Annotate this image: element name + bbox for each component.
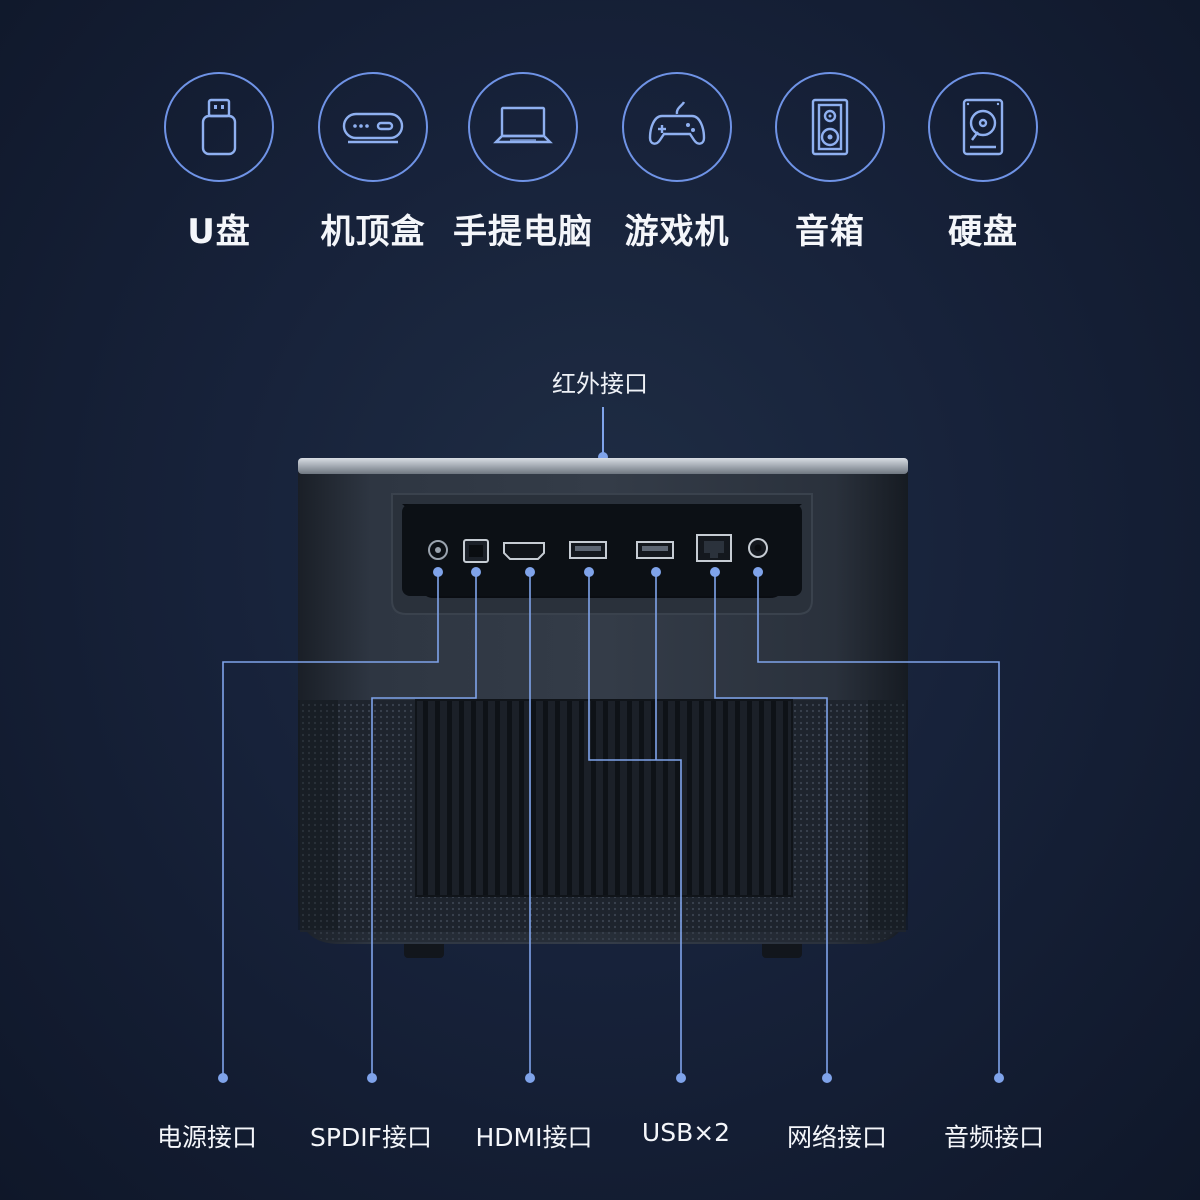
ethernet-port — [696, 534, 732, 562]
port-label-usb: USB×2 — [641, 1118, 731, 1147]
leader-spdif — [371, 572, 477, 1078]
speaker-icon — [775, 72, 885, 182]
leader-audio — [757, 572, 1000, 1078]
device-label: 硬盘 — [948, 212, 1018, 252]
hdmi-port — [503, 542, 545, 560]
vent-grille — [415, 699, 793, 897]
device-label: 音箱 — [795, 212, 865, 252]
device-usb-drive: U盘 — [149, 72, 289, 253]
spdif-port — [463, 539, 489, 563]
leader-network — [714, 572, 828, 1078]
port-label-power: 电源接口 — [156, 1123, 257, 1152]
leader-lines — [222, 572, 1000, 1078]
laptop-icon — [468, 72, 578, 182]
port-label-spdif: SPDIF接口 — [310, 1123, 432, 1152]
power-port — [428, 540, 448, 560]
gamepad-icon — [622, 72, 732, 182]
device-laptop: 手提电脑 — [453, 72, 593, 253]
set-top-box-icon — [318, 72, 428, 182]
device-label: 手提电脑 — [453, 212, 593, 252]
usb-port-2 — [636, 541, 674, 559]
port-label-network: 网络接口 — [786, 1123, 887, 1152]
device-label: 机顶盒 — [320, 212, 426, 252]
port-label-audio: 音频接口 — [943, 1123, 1044, 1152]
device-hard-drive: 硬盘 — [913, 72, 1053, 253]
ir-interface-label: 红外接口 — [552, 370, 648, 398]
device-row: U盘 机顶盒 手提电脑 — [0, 0, 1200, 260]
usb-drive-icon — [164, 72, 274, 182]
projector-top-cap — [298, 458, 908, 474]
device-label: 游戏机 — [624, 212, 730, 252]
device-game-console: 游戏机 — [607, 72, 747, 253]
leader-usb-a — [588, 572, 682, 1078]
port-label-hdmi: HDMI接口 — [475, 1123, 593, 1152]
device-label: U盘 — [187, 212, 251, 252]
device-set-top-box: 机顶盒 — [303, 72, 443, 253]
usb-port-1 — [569, 541, 607, 559]
hard-drive-icon — [928, 72, 1038, 182]
leader-dots — [218, 567, 1004, 1083]
audio-port — [748, 538, 768, 558]
leader-power — [222, 572, 439, 1078]
device-speaker: 音箱 — [760, 72, 900, 253]
